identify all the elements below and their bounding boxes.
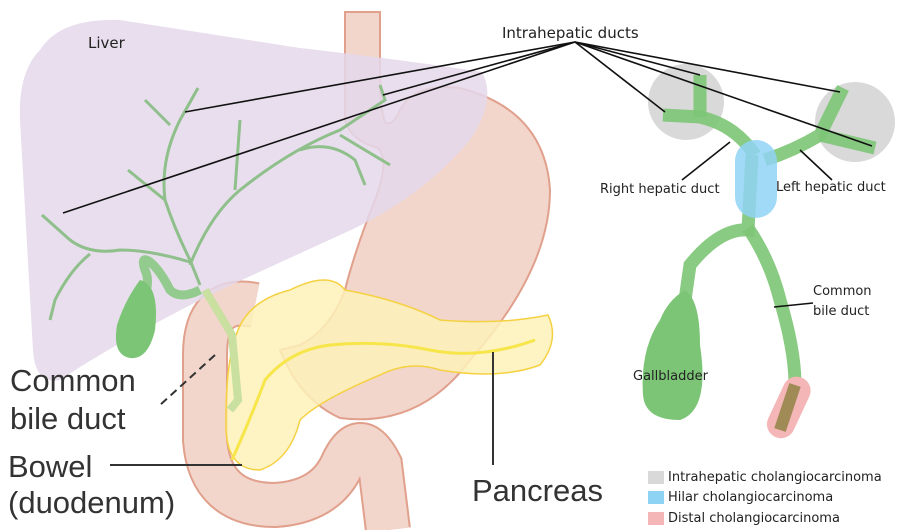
label-intrahepatic-ducts: Intrahepatic ducts [502, 24, 639, 42]
label-gallbladder: Gallbladder [633, 369, 708, 384]
label-liver: Liver [88, 34, 125, 52]
duodenum [184, 282, 409, 530]
distal-duct-segment [774, 383, 801, 432]
gallbladder-left [115, 280, 156, 359]
label-common-bile-duct-right-1: Common [813, 284, 872, 299]
intrahepatic-region-right [648, 64, 724, 140]
label-pancreas: Pancreas [472, 473, 603, 508]
legend-label: Distal cholangiocarcinoma [668, 511, 840, 526]
legend-item-hilar: Hilar cholangiocarcinoma [648, 491, 833, 504]
pancreas [225, 279, 554, 471]
label-duodenum: (duodenum) [8, 485, 176, 520]
label-common-bile-duct-1: Common [10, 363, 136, 398]
label-right-hepatic-duct: Right hepatic duct [600, 182, 720, 197]
label-common-bile-duct-2: bile duct [10, 401, 126, 436]
common-bile-duct-left [201, 287, 243, 413]
legend-label: Intrahepatic cholangiocarcinoma [668, 470, 882, 485]
pointer-lines [62, 41, 873, 308]
legend-item-intrahepatic: Intrahepatic cholangiocarcinoma [648, 471, 882, 484]
legend-swatch [648, 512, 664, 525]
label-bowel: Bowel [8, 449, 93, 484]
legend-swatch [648, 471, 664, 484]
gallbladder-right [642, 290, 703, 420]
legend-label: Hilar cholangiocarcinoma [668, 490, 834, 505]
legend-swatch [648, 491, 664, 504]
cystic-duct [138, 255, 203, 300]
legend-item-distal: Distal cholangiocarcinoma [648, 512, 840, 525]
label-left-hepatic-duct: Left hepatic duct [776, 180, 886, 195]
pancreatic-duct [230, 338, 536, 461]
biliary-tree [41, 84, 391, 321]
hilar-region [735, 140, 777, 218]
label-common-bile-duct-right-2: bile duct [813, 304, 870, 319]
